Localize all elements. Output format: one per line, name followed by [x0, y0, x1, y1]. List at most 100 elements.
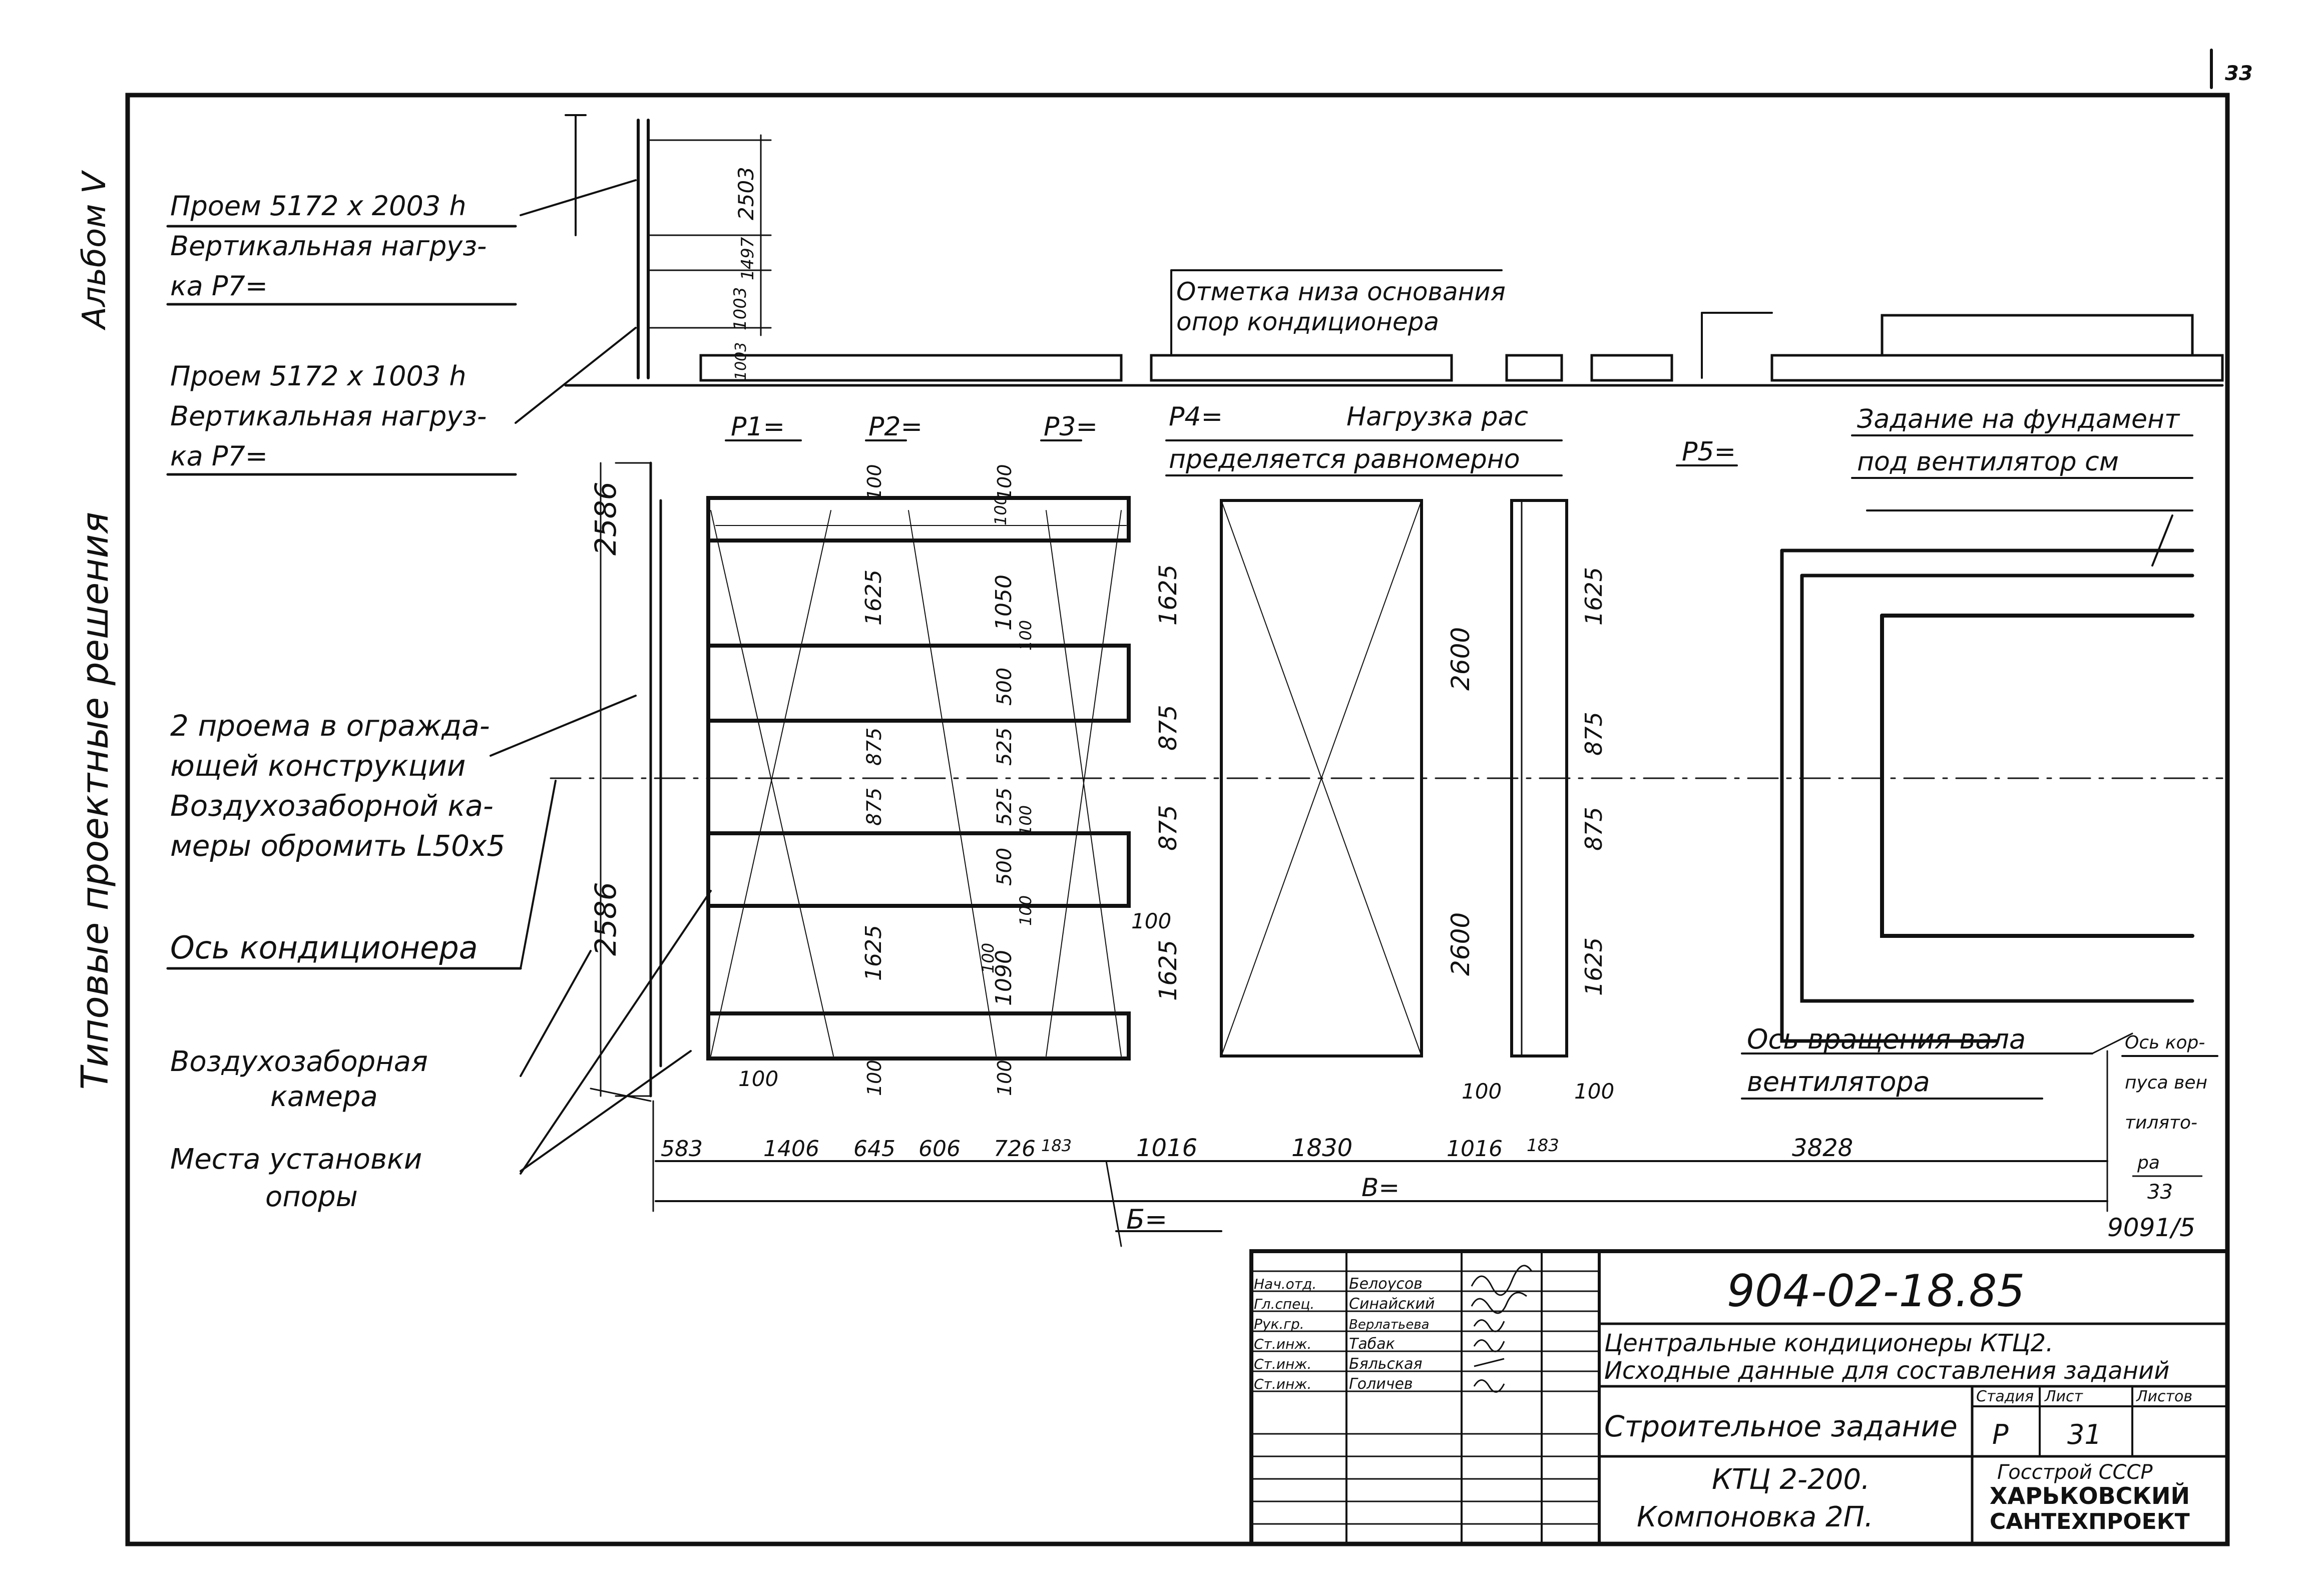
fan-task-2: под вентилятор см — [1857, 447, 2119, 477]
dim-small-100d: 100 — [979, 943, 998, 973]
dim-b-645: 645 — [853, 1136, 895, 1162]
doc-title-2: Исходные данные для составления заданий — [1604, 1357, 2169, 1385]
sig-role-6: Ст.инж. — [1254, 1376, 1311, 1392]
dim-c2-100c: 100 — [1016, 805, 1035, 836]
sig-role-4: Ст.инж. — [1254, 1336, 1311, 1352]
opening1-load: Вертикальная нагруз- — [170, 230, 487, 262]
sig-role-5: Ст.инж. — [1254, 1356, 1311, 1372]
album-label: Альбом V — [76, 170, 113, 331]
dim-c1-100: 100 — [863, 464, 885, 500]
stage-header: Стадия — [1976, 1388, 2034, 1405]
load-p4-note-1: Нагрузка рас — [1346, 402, 1528, 432]
chamber-label-2: камера — [270, 1081, 378, 1113]
drawing-title-1: КТЦ 2-200. — [1712, 1463, 1870, 1496]
dim-c5-1625b: 1625 — [1580, 937, 1607, 996]
dim-c3-875b: 875 — [1154, 805, 1182, 851]
dim-small-100c: 100 — [1574, 1079, 1614, 1104]
dim-small-100a: 100 — [738, 1067, 778, 1091]
load-p3: P3= — [1044, 412, 1098, 442]
ref-numerator: 33 — [2147, 1181, 2173, 1204]
sig-name-2: Синайский — [1349, 1295, 1435, 1313]
sig-name-1: Белоусов — [1349, 1275, 1423, 1293]
dim-c1-875b: 875 — [863, 788, 886, 826]
base-mark-1: Отметка низа основания — [1176, 277, 1506, 306]
sig-role-3: Рук.гр. — [1254, 1316, 1304, 1332]
fan-axis-2: вентилятора — [1747, 1066, 1930, 1098]
sheet-frame — [125, 93, 2230, 1546]
dim-b-label: Б= — [1126, 1204, 1167, 1235]
load-p4-note-2: пределяется равномерно — [1169, 444, 1520, 474]
dim-top-1003b: 1003 — [732, 342, 750, 380]
dim-c2-1050: 1050 — [991, 575, 1017, 631]
elevation-view — [564, 114, 2224, 387]
sheet-title: Строительное задание — [1604, 1409, 1958, 1443]
dim-small-100e: 100 — [991, 495, 1010, 525]
dim-c2-500b: 500 — [993, 848, 1016, 886]
dim-b-1016a: 1016 — [1136, 1134, 1197, 1162]
dim-b-726: 726 — [994, 1136, 1036, 1162]
doc-code: 904-02-18.85 — [1727, 1265, 2025, 1317]
dim-b-583: 583 — [661, 1136, 703, 1162]
dim-c3-875a: 875 — [1154, 705, 1182, 751]
dim-c1-1625a: 1625 — [861, 570, 886, 626]
dim-b-3828: 3828 — [1792, 1134, 1853, 1162]
dim-top-2503: 2503 — [734, 167, 758, 220]
dim-b-606: 606 — [918, 1136, 961, 1162]
dim-b-1016b: 1016 — [1447, 1136, 1503, 1162]
frame-note-3: Воздухозаборной ка- — [170, 789, 494, 823]
dim-c2-100a: 100 — [994, 464, 1016, 500]
fan-outline — [1780, 509, 2194, 1043]
dim-c3-1625b: 1625 — [1154, 940, 1182, 1001]
dim-left-2586-top: 2586 — [589, 481, 623, 556]
dim-c5-875a: 875 — [1580, 712, 1607, 756]
supports-label-2: опоры — [265, 1181, 358, 1213]
org-3: САНТЕХПРОЕКТ — [1990, 1509, 2190, 1534]
dim-c1-1625b: 1625 — [861, 925, 886, 981]
opening2-p7: ка P7= — [170, 440, 268, 472]
stage-value: Р — [1992, 1419, 2009, 1450]
dim-c2-100e: 100 — [994, 1059, 1016, 1096]
dim-c1-875a: 875 — [863, 728, 886, 766]
sheet-header: Лист — [2044, 1388, 2084, 1405]
load-p4: P4= — [1169, 402, 1223, 432]
sig-name-4: Табак — [1349, 1335, 1395, 1353]
sig-name-6: Голичев — [1349, 1375, 1413, 1393]
dim-b-183b: 183 — [1527, 1136, 1559, 1156]
fan-case-3: тилято- — [2125, 1113, 2197, 1133]
opening1-title: Проем 5172 х 2003 h — [170, 190, 467, 222]
fan-case-4: ра — [2137, 1153, 2160, 1173]
fan-case-2: пуса вен — [2125, 1073, 2207, 1093]
org-1: Госстрой СССР — [1997, 1461, 2153, 1484]
dim-top-1497: 1497 — [738, 237, 758, 280]
fan-axis-1: Ось вращения вала — [1747, 1023, 2026, 1055]
dim-c2-1090: 1090 — [991, 950, 1017, 1006]
fan-case-1: Ось кор- — [2125, 1032, 2205, 1053]
doc-title-1: Центральные кондиционеры КТЦ2. — [1604, 1329, 2053, 1357]
dim-c3-100: 100 — [1131, 909, 1171, 933]
conditioner-axis-label: Ось кондиционера — [170, 929, 478, 966]
signature-marks — [1471, 1265, 1533, 1393]
dim-c4-2600a: 2600 — [1446, 627, 1475, 691]
dim-small-100b: 100 — [1462, 1079, 1502, 1104]
dim-top-1003a: 1003 — [730, 287, 750, 330]
frame-note-2: ющей конструкции — [170, 749, 466, 783]
sheets-header: Листов — [2136, 1388, 2192, 1405]
load-p5: P5= — [1682, 437, 1736, 467]
dim-c5-875b: 875 — [1580, 807, 1607, 851]
dim-c1-100b: 100 — [863, 1059, 885, 1096]
org-2: ХАРЬКОВСКИЙ — [1990, 1482, 2190, 1509]
frame-note-1: 2 проема в огражда- — [170, 709, 490, 743]
series-label: Типовые проектные решения — [74, 512, 117, 1090]
opening2-title: Проем 5172 х 1003 h — [170, 360, 467, 392]
dim-left-2586-bottom: 2586 — [589, 882, 623, 956]
page-number: 33 — [2225, 62, 2253, 85]
sig-name-5: Бяльская — [1349, 1355, 1423, 1373]
dim-c2-100b: 100 — [1016, 620, 1035, 651]
dim-total-label: В= — [1361, 1173, 1400, 1202]
opening1-p7: ка P7= — [170, 270, 268, 302]
load-p1: P1= — [731, 412, 785, 442]
sig-role-2: Гл.спец. — [1254, 1296, 1314, 1312]
ref-denominator: 9091/5 — [2107, 1213, 2195, 1242]
base-mark-2: опор кондиционера — [1176, 307, 1439, 336]
